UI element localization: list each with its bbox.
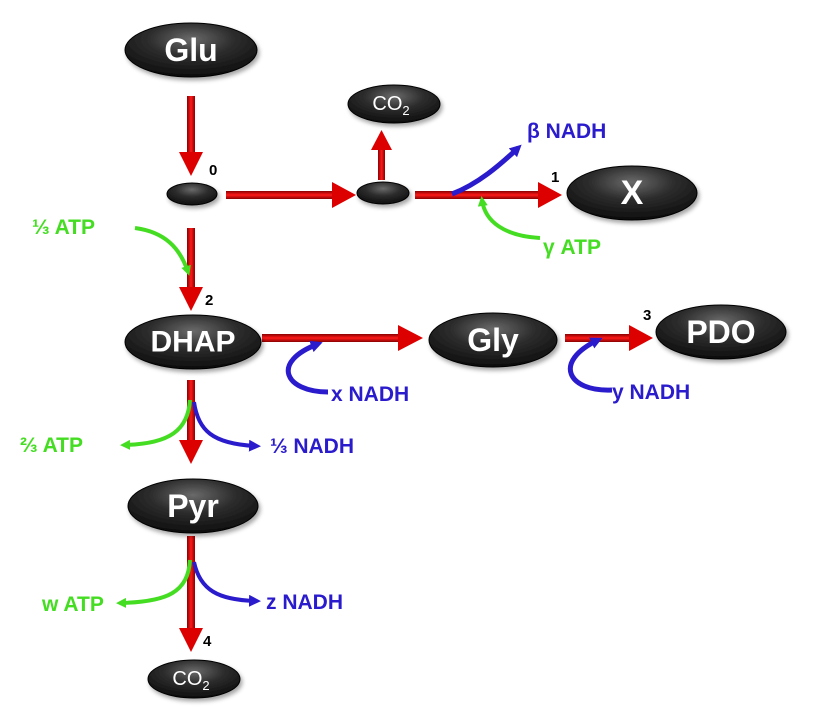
label-gamma-atp: γ ATP xyxy=(543,236,601,259)
arrow-gamma-atp xyxy=(477,196,541,240)
arrow-third-nadh xyxy=(192,401,261,452)
label-w-atp: w ATP xyxy=(41,593,104,616)
node-pyr: Pyr xyxy=(127,478,259,534)
arrow-glu-to-0 xyxy=(179,96,203,176)
arrow-z-nadh xyxy=(192,561,261,607)
arrow-y-nadh xyxy=(567,337,613,393)
node-pdo: PDO xyxy=(655,304,787,360)
node-pdo-label: PDO xyxy=(686,314,755,350)
step-number-2: 2 xyxy=(205,292,213,309)
node-dhap: DHAP xyxy=(124,314,262,370)
node-0 xyxy=(166,182,218,206)
step-number-3: 3 xyxy=(643,307,651,324)
node-glu-label: Glu xyxy=(164,32,217,68)
node-x: X xyxy=(566,165,698,221)
arrow-mid-to-x xyxy=(415,182,562,208)
label-third-nadh: ⅓ NADH xyxy=(270,435,354,458)
label-x-nadh: x NADH xyxy=(331,383,409,406)
arrow-dhap-to-gly xyxy=(262,325,423,351)
label-third-atp: ⅓ ATP xyxy=(32,216,95,239)
node-co2-top: CO2 xyxy=(347,84,441,124)
arrow-two-thirds-atp xyxy=(120,399,192,450)
arrow-0-to-mid xyxy=(226,182,356,208)
arrow-w-atp xyxy=(116,559,192,608)
arrow-gly-to-pdo xyxy=(565,325,653,351)
arrow-third-atp xyxy=(134,226,191,276)
label-beta-nadh: β NADH xyxy=(527,120,606,143)
node-gly: Gly xyxy=(428,312,558,368)
arrow-mid-to-co2 xyxy=(371,130,392,180)
node-x-label: X xyxy=(621,174,644,212)
arrow-pyr-to-co2 xyxy=(179,536,203,652)
arrow-dhap-to-pyr xyxy=(179,380,203,464)
arrow-beta-nadh xyxy=(451,144,522,197)
node-mid xyxy=(356,181,410,205)
arrow-x-nadh xyxy=(285,340,329,395)
co2-bottom-label: CO2 xyxy=(172,668,209,693)
co2-top-sub: 2 xyxy=(402,103,409,118)
co2-top-label: CO2 xyxy=(372,93,409,118)
co2-bottom-sub: 2 xyxy=(202,678,209,693)
node-pyr-label: Pyr xyxy=(167,488,219,524)
node-co2-bottom: CO2 xyxy=(147,659,241,699)
arrow-0-to-dhap xyxy=(179,228,203,311)
node-gly-label: Gly xyxy=(467,322,519,358)
step-number-4: 4 xyxy=(203,633,212,650)
label-z-nadh: z NADH xyxy=(266,591,343,614)
co2-top-main: CO xyxy=(372,93,402,115)
step-number-0: 0 xyxy=(209,162,217,179)
node-glu: Glu xyxy=(124,22,258,78)
step-number-1: 1 xyxy=(551,169,559,186)
co2-bottom-main: CO xyxy=(172,668,202,690)
node-dhap-label: DHAP xyxy=(150,326,235,359)
label-two-thirds-atp: ⅔ ATP xyxy=(20,434,83,457)
label-y-nadh: y NADH xyxy=(612,381,690,404)
